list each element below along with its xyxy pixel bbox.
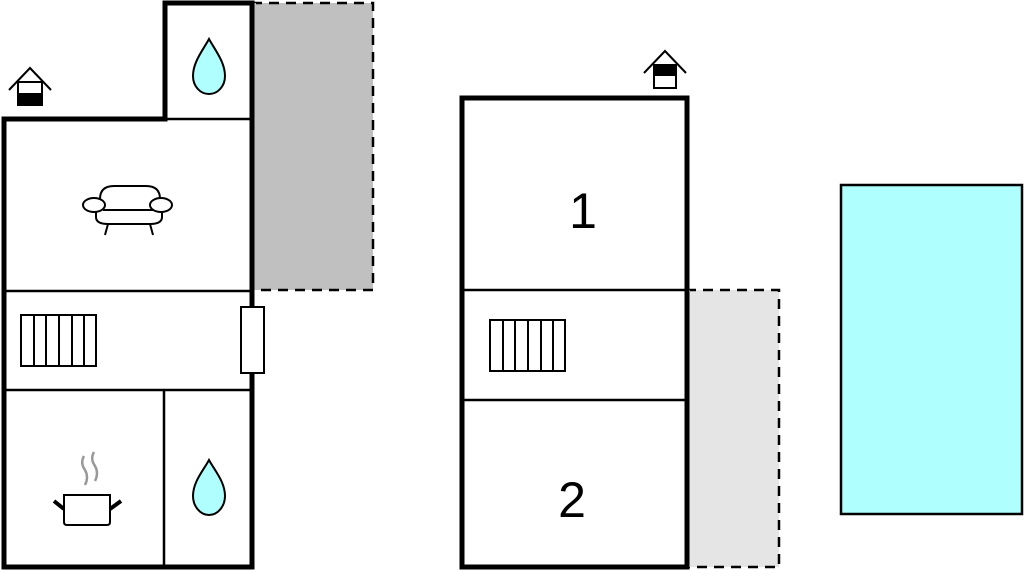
swimming-pool [839,183,1024,516]
sofa-icon [82,185,173,236]
staircase-icon [489,319,566,372]
ground-floor [1,0,375,570]
covered-terrace [250,1,375,292]
door-icon [240,306,265,374]
bedroom-2-label: 2 [558,472,586,528]
house-entrance-icon [8,66,52,106]
bedroom-1-label: 1 [569,183,597,239]
staircase-icon [20,314,97,367]
water-drop-icon [191,36,227,96]
house-entrance-icon [643,49,687,89]
upper-floor-outer-wall [459,95,690,570]
cooking-pot-icon [52,451,123,526]
upper-floor: 1 2 [459,49,781,570]
water-drop-icon [191,457,227,517]
balcony [684,288,781,569]
